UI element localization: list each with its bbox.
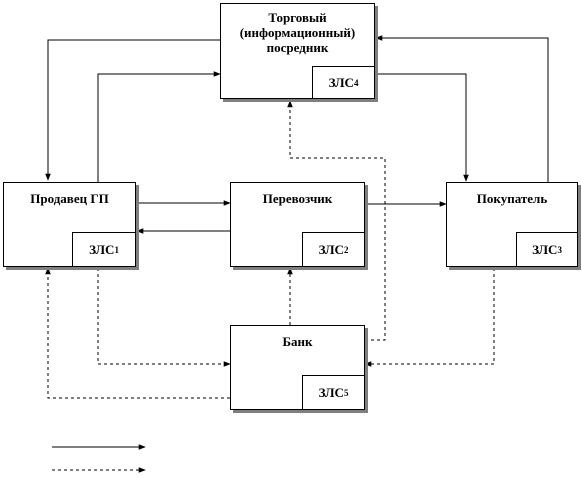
buyer-to-bank-line [364, 268, 495, 367]
trader-title: Торговый (информационный) посредник [239, 10, 356, 55]
seller-title: Продавец ГП [30, 191, 109, 206]
bank-to-trader-line [287, 100, 386, 341]
carrier-title: Перевозчик [262, 191, 333, 206]
trader-to-buyer-line [375, 73, 469, 182]
buyer-to-trader-line [375, 35, 549, 182]
seller-to-bank-line [97, 268, 231, 367]
trader-to-seller-line [45, 39, 220, 181]
seller-to-trader-line [97, 71, 221, 182]
bank-title: Банк [282, 334, 313, 349]
buyer-title: Покупатель [476, 191, 548, 206]
bank-to-seller-line [45, 267, 230, 399]
